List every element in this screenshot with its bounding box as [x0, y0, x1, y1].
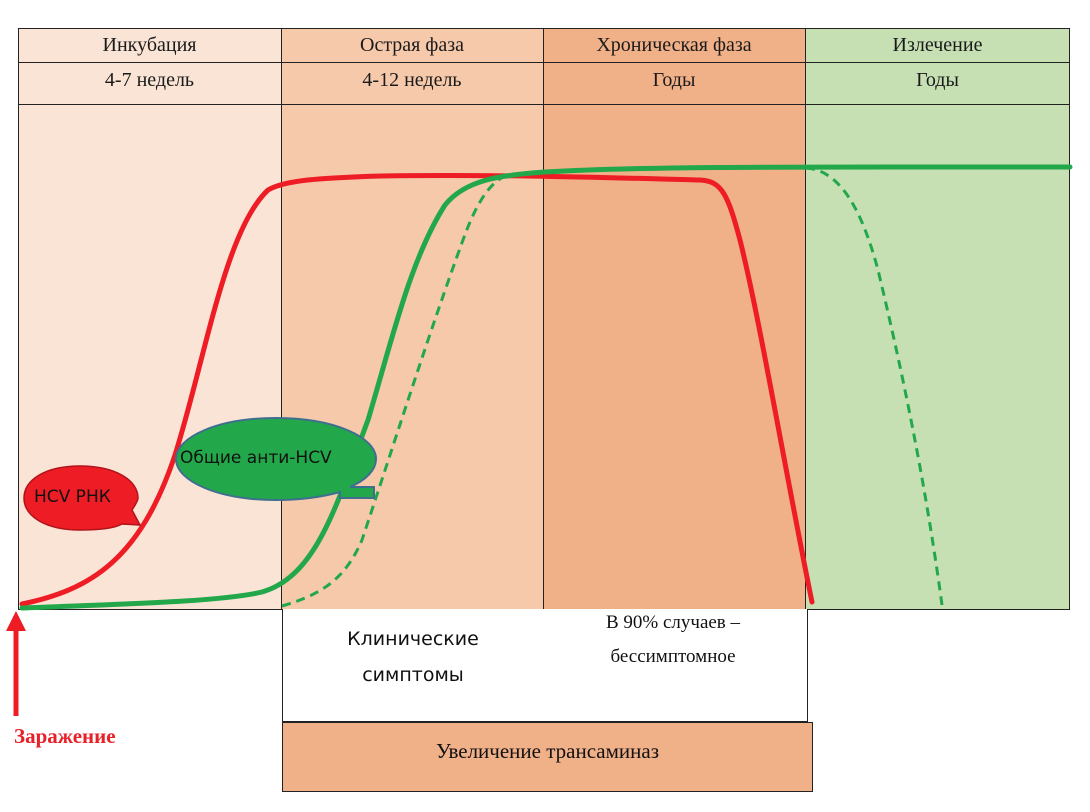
phase-title: Хроническая фаза: [543, 28, 805, 63]
phase-duration: 4-7 недель: [18, 62, 281, 105]
transaminases-label: Увеличение трансаминаз: [435, 739, 660, 763]
clinical-symptoms-line1: Клинические: [347, 628, 479, 650]
phase-bg: [543, 28, 805, 610]
hcv-rna-curve: [19, 172, 815, 607]
transaminases-box: Увеличение трансаминаз: [282, 722, 813, 792]
phase-title: Излечение: [805, 28, 1070, 63]
phase-acute: Острая фаза 4-12 недель: [281, 28, 543, 610]
phase-title: Острая фаза: [281, 28, 543, 63]
phase-recovery: Излечение Годы: [805, 28, 1070, 610]
phase-chronic: Хроническая фаза Годы: [543, 28, 805, 610]
clinical-symptoms-line2: симптомы: [362, 664, 464, 686]
phase-title: Инкубация: [18, 28, 281, 63]
anti-hcv-curve: [19, 164, 1073, 611]
asymptomatic-line2: бессимптомное: [610, 646, 736, 667]
anti-hcv-callout: [174, 416, 378, 502]
phase-duration: Годы: [543, 62, 805, 105]
hcv-rna-callout: [23, 465, 142, 531]
phase-duration: 4-12 недель: [281, 62, 543, 105]
anti-hcv-dashed-decline: [805, 166, 944, 606]
phase-bg: [281, 28, 543, 610]
phase-duration: Годы: [805, 62, 1070, 105]
phase-bg: [805, 28, 1070, 610]
infection-arrow-head: [6, 611, 26, 631]
symptoms-box: Клинические симптомы В 90% случаев – бес…: [282, 609, 808, 722]
anti-hcv-dashed-rise: [281, 174, 506, 608]
asymptomatic-line1: В 90% случаев –: [605, 612, 741, 633]
anti-hcv-label: Общие анти-HCV: [180, 448, 332, 468]
hcv-rna-label: HCV РНК: [34, 487, 111, 507]
infection-label: Заражение: [14, 724, 116, 748]
